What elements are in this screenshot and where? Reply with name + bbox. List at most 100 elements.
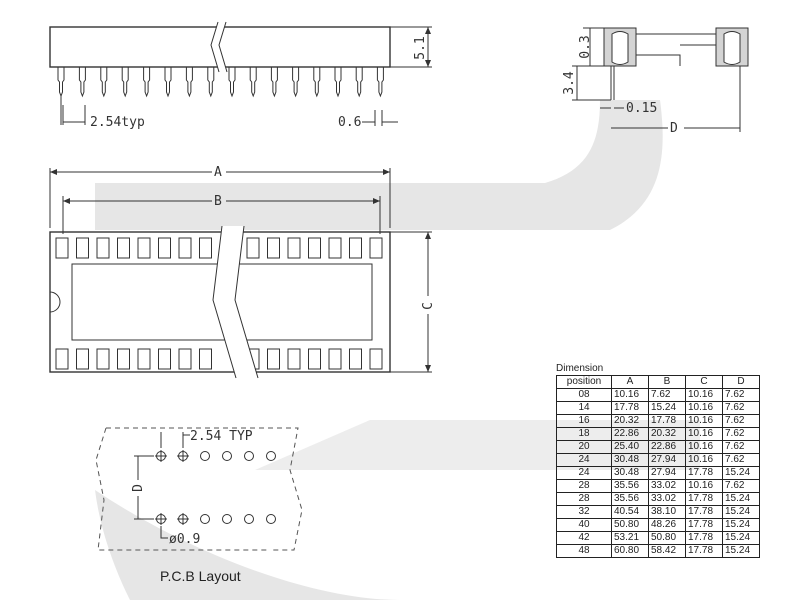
table-cell: 28 [556,479,612,493]
side-pins [57,67,384,125]
socket-pin [376,67,384,98]
table-cell: 14 [556,401,612,415]
socket-pad [328,348,342,370]
socket-pad [287,237,301,259]
table-cell: 20.32 [648,427,686,441]
dim-0-3-label: 0.3 [578,35,593,58]
table-cell: 28 [556,492,612,506]
table-header-row: position A B C D [556,375,760,389]
table-cell: 10.16 [685,401,723,415]
table-cell: 7.62 [722,453,760,467]
table-cell: 22.86 [611,427,649,441]
table-cell: 10.16 [685,427,723,441]
dim-b-label: B [214,194,222,209]
table-cell: 17.78 [685,544,723,558]
pcb-hole [200,514,210,524]
socket-pad [328,237,342,259]
socket-pad [55,348,69,370]
height-dimension-label: 5.1 [413,36,428,59]
socket-pad [178,237,192,259]
table-cell: 38.10 [648,505,686,519]
table-cell: 7.62 [648,388,686,402]
pcb-row-spacing-label: D [131,484,146,492]
socket-pad [96,237,110,259]
socket-pin [249,67,257,98]
socket-pin [164,67,172,98]
table-cell: 17.78 [685,466,723,480]
table-cell: 48.26 [648,518,686,532]
table-cell: 50.80 [648,531,686,545]
table-cell: 10.16 [685,388,723,402]
top-pads [55,237,383,370]
pin-width-dimension-label: 0.6 [338,115,361,130]
table-cell: 08 [556,388,612,402]
table-cell: 17.78 [685,505,723,519]
socket-pad [158,348,171,370]
table-cell: 24 [556,466,612,480]
socket-pin [334,67,342,98]
socket-pad [96,348,110,370]
dim-c-label: C [421,302,436,310]
socket-pad [76,237,89,259]
header-position: position [556,375,612,389]
socket-pad [199,237,212,259]
pcb-hole [244,514,254,524]
pcb-hole [244,451,254,461]
table-cell: 53.21 [611,531,649,545]
socket-pad [349,237,362,259]
socket-pad [158,237,171,259]
header-a: A [611,375,649,389]
dimension-table-caption: Dimension [556,363,604,374]
header-c: C [685,375,723,389]
table-cell: 15.24 [722,466,760,480]
pitch-dimension-label: 2.54typ [90,115,145,130]
socket-pad [117,237,130,259]
pcb-hole [266,451,276,461]
socket-pad [55,237,69,259]
table-cell: 30.48 [611,466,649,480]
table-cell: 58.42 [648,544,686,558]
table-cell: 50.80 [611,518,649,532]
table-cell: 7.62 [722,414,760,428]
table-cell: 60.80 [611,544,649,558]
socket-pin [121,67,129,98]
dim-d-label: D [670,121,678,136]
table-cell: 27.94 [648,466,686,480]
socket-pad [267,348,280,370]
pcb-hole-crosshair [155,513,167,525]
socket-pin [207,67,215,98]
pcb-layout-title: P.C.B Layout [160,568,241,584]
socket-pin [228,67,236,98]
dim-3-4-label: 3.4 [562,71,577,95]
table-cell: 7.62 [722,427,760,441]
table-cell: 18 [556,427,612,441]
table-cell: 40 [556,518,612,532]
table-cell: 32 [556,505,612,519]
table-cell: 15.24 [722,544,760,558]
table-cell: 25.40 [611,440,649,454]
socket-pad [199,348,212,370]
table-cell: 17.78 [611,401,649,415]
table-cell: 7.62 [722,401,760,415]
socket-pin [100,67,108,98]
socket-pad [117,348,130,370]
socket-pad [137,237,151,259]
socket-pad [137,348,151,370]
pcb-hole-crosshair [177,450,189,462]
table-cell: 10.16 [685,479,723,493]
table-cell: 33.02 [648,492,686,506]
socket-pad [267,237,280,259]
socket-pad [76,348,89,370]
table-cell: 15.24 [722,531,760,545]
socket-pin [143,67,151,98]
